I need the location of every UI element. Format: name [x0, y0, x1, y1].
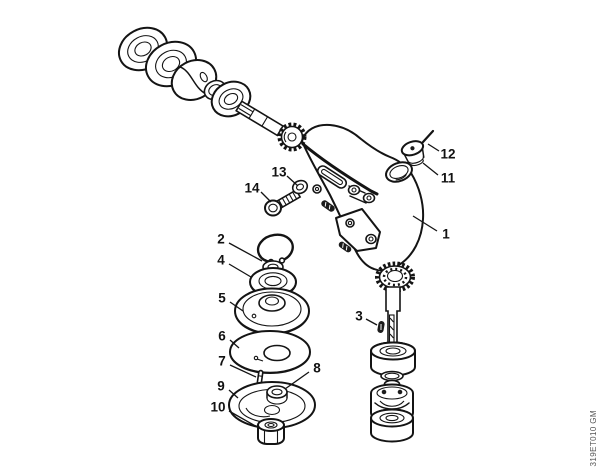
housing-mounting-flange [335, 208, 381, 252]
thrust-plate [228, 381, 316, 429]
callout-leader-4 [228, 263, 252, 278]
bevel-pinion-gear [277, 122, 307, 152]
right-stack [370, 261, 416, 443]
callout-label-11: 11 [441, 171, 456, 186]
callout-leader-13 [286, 175, 299, 187]
filler-opening [385, 161, 413, 183]
callout-leader-1 [412, 215, 438, 232]
callout-label-13: 13 [271, 165, 287, 180]
callout-leader-8 [284, 371, 310, 390]
callout-leader-6 [229, 339, 240, 349]
callout-label-12: 12 [440, 147, 455, 162]
callout-leader-7 [229, 364, 257, 378]
socket-screw [264, 188, 302, 217]
left-stack [228, 233, 316, 445]
key-lower [338, 241, 352, 253]
callout-label-1: 1 [442, 227, 450, 242]
output-shaft [385, 286, 401, 352]
ball-bearing-5 [370, 341, 416, 377]
housing-bracket-ears [347, 184, 376, 204]
callout-leader-14 [260, 191, 272, 203]
figure-code: 319ET010 GM [589, 409, 598, 466]
ball-bearing-6 [370, 408, 414, 443]
hex-collar-nut [257, 418, 285, 445]
callout-label-9: 9 [217, 379, 225, 394]
bearing-train [118, 26, 307, 152]
gear-housing [301, 123, 425, 272]
bearing-cover [234, 287, 310, 335]
housing-parting-line [301, 142, 379, 196]
callout-leader-2 [228, 242, 263, 262]
vent-pin [421, 129, 435, 144]
callout-leader-9 [228, 389, 239, 399]
callout-label-8: 8 [313, 361, 321, 376]
callout-label-7: 7 [218, 354, 226, 369]
retaining-ring [380, 370, 404, 382]
key-upper [321, 200, 335, 212]
callout-leader-11 [422, 162, 439, 176]
filler-plug [400, 140, 425, 167]
fastener-group [264, 179, 309, 217]
callout-label-3: 3 [355, 309, 363, 324]
callout-label-14: 14 [244, 181, 260, 196]
snap-ring [256, 233, 294, 266]
callout-leader-12 [427, 143, 440, 152]
callout-label-10: 10 [210, 400, 225, 415]
dust-plate [229, 330, 311, 374]
drive-shaft [235, 100, 285, 137]
shaft-key [377, 321, 385, 333]
callout-label-5: 5 [218, 291, 226, 306]
callout-leader-3 [365, 318, 378, 326]
housing-slot [316, 165, 348, 189]
callout-leader-10 [228, 410, 260, 429]
callout-label-2: 2 [217, 232, 225, 247]
callout-leader-5 [229, 301, 244, 312]
callout-label-4: 4 [217, 253, 225, 268]
callout-label-6: 6 [218, 329, 226, 344]
collar-sleeve [266, 385, 288, 405]
housing-hole [312, 184, 322, 194]
